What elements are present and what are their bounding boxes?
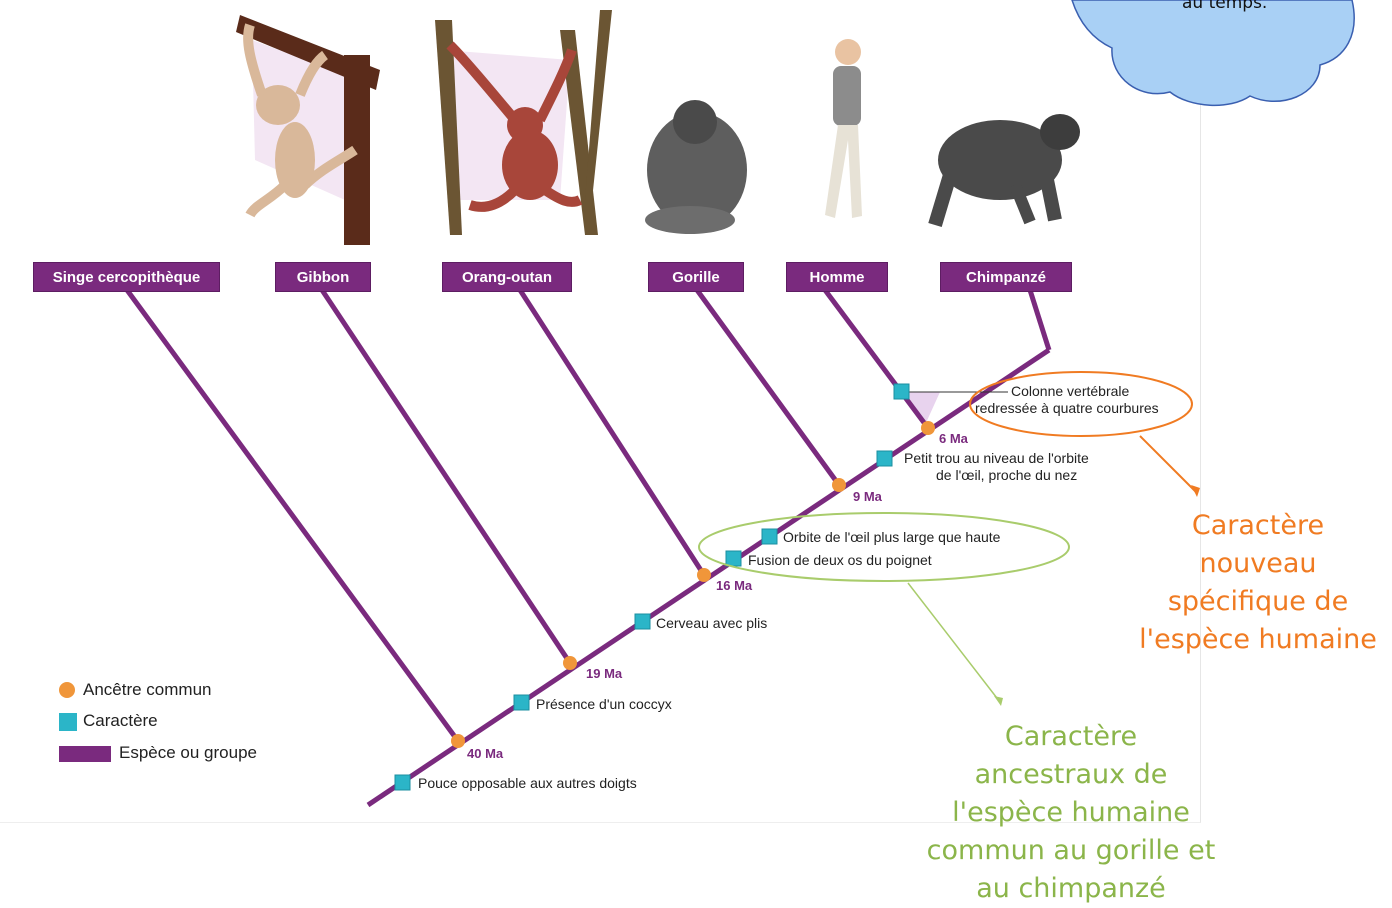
character-trou-line2: de l'œil, proche du nez	[936, 467, 1077, 484]
new-character-note-line: l'espèce humaine	[1133, 621, 1383, 659]
branch-chimpanzee	[1030, 290, 1049, 350]
ancestral-character-note-line: commun au gorille et	[911, 832, 1231, 870]
ancestor-6-dot	[921, 421, 935, 435]
character-colonne-line2: redressée à quatre courbures	[975, 400, 1159, 417]
ancestral-character-note-line: au chimpanzé	[911, 870, 1231, 908]
legend-group-swatch	[59, 746, 111, 762]
branch-orang-outan	[520, 290, 704, 575]
cloud-text: au temps.	[1182, 0, 1267, 13]
ancestor-19-dot	[563, 656, 577, 670]
legend-ancestor-swatch	[59, 682, 75, 698]
orangutan-illustration	[435, 10, 612, 235]
human-illustration	[825, 39, 862, 218]
ancestral-character-note: Caractère ancestraux de l'espèce humaine…	[911, 718, 1231, 908]
chimpanzee-illustration	[935, 114, 1080, 225]
gibbon-illustration	[236, 15, 380, 245]
thought-cloud	[1072, 0, 1354, 105]
character-poignet-marker	[726, 551, 741, 566]
legend-group-label: Espèce ou groupe	[119, 743, 257, 763]
branch-gorille	[697, 290, 839, 485]
ancestor-age-19: 19 Ma	[586, 666, 622, 681]
ancestral-character-note-line: ancestraux de	[911, 756, 1231, 794]
new-character-arrowhead	[1191, 485, 1200, 497]
character-trou-line1: Petit trou au niveau de l'orbite	[904, 450, 1089, 467]
character-markers	[395, 384, 909, 790]
species-label-gibbon: Gibbon	[275, 262, 371, 292]
ancestral-character-arrow	[908, 583, 1000, 702]
character-coccyx: Présence d'un coccyx	[536, 696, 672, 713]
new-character-arrow	[1140, 436, 1197, 493]
character-orbite: Orbite de l'œil plus large que haute	[783, 529, 1000, 546]
species-label-orang-outan: Orang-outan	[442, 262, 572, 292]
ancestor-age-16: 16 Ma	[716, 578, 752, 593]
ancestor-9-dot	[832, 478, 846, 492]
character-colonne-line1: Colonne vertébrale	[1011, 383, 1129, 400]
character-trou-marker	[877, 451, 892, 466]
legend-ancestor-label: Ancêtre commun	[83, 680, 212, 700]
branch-homme	[825, 290, 928, 428]
ancestral-character-note-line: Caractère	[911, 718, 1231, 756]
ancestor-age-6: 6 Ma	[939, 431, 968, 446]
new-character-note-line: spécifique de	[1133, 583, 1383, 621]
ancestor-age-9: 9 Ma	[853, 489, 882, 504]
character-pouce-marker	[395, 775, 410, 790]
legend-character-swatch	[59, 713, 77, 731]
ancestor-16-dot	[697, 568, 711, 582]
gorilla-illustration	[645, 100, 747, 234]
character-pouce: Pouce opposable aux autres doigts	[418, 775, 637, 792]
species-label-chimpanze: Chimpanzé	[940, 262, 1072, 292]
character-coccyx-marker	[514, 695, 529, 710]
new-character-note-line: Caractère	[1133, 507, 1383, 545]
ancestor-age-40: 40 Ma	[467, 746, 503, 761]
species-label-homme: Homme	[786, 262, 888, 292]
ancestor-40-dot	[451, 734, 465, 748]
ancestral-character-arrowhead	[994, 696, 1003, 706]
species-label-cercopitheque: Singe cercopithèque	[33, 262, 220, 292]
character-orbite-marker	[762, 529, 777, 544]
character-colonne-marker	[894, 384, 909, 399]
new-character-note: Caractère nouveau spécifique de l'espèce…	[1133, 507, 1383, 659]
new-character-note-line: nouveau	[1133, 545, 1383, 583]
legend-character-label: Caractère	[83, 711, 158, 731]
character-cerveau-marker	[635, 614, 650, 629]
character-poignet: Fusion de deux os du poignet	[748, 552, 932, 569]
branch-cercopitheque	[127, 290, 458, 741]
species-label-gorille: Gorille	[648, 262, 744, 292]
ancestral-character-note-line: l'espèce humaine	[911, 794, 1231, 832]
character-cerveau: Cerveau avec plis	[656, 615, 767, 632]
